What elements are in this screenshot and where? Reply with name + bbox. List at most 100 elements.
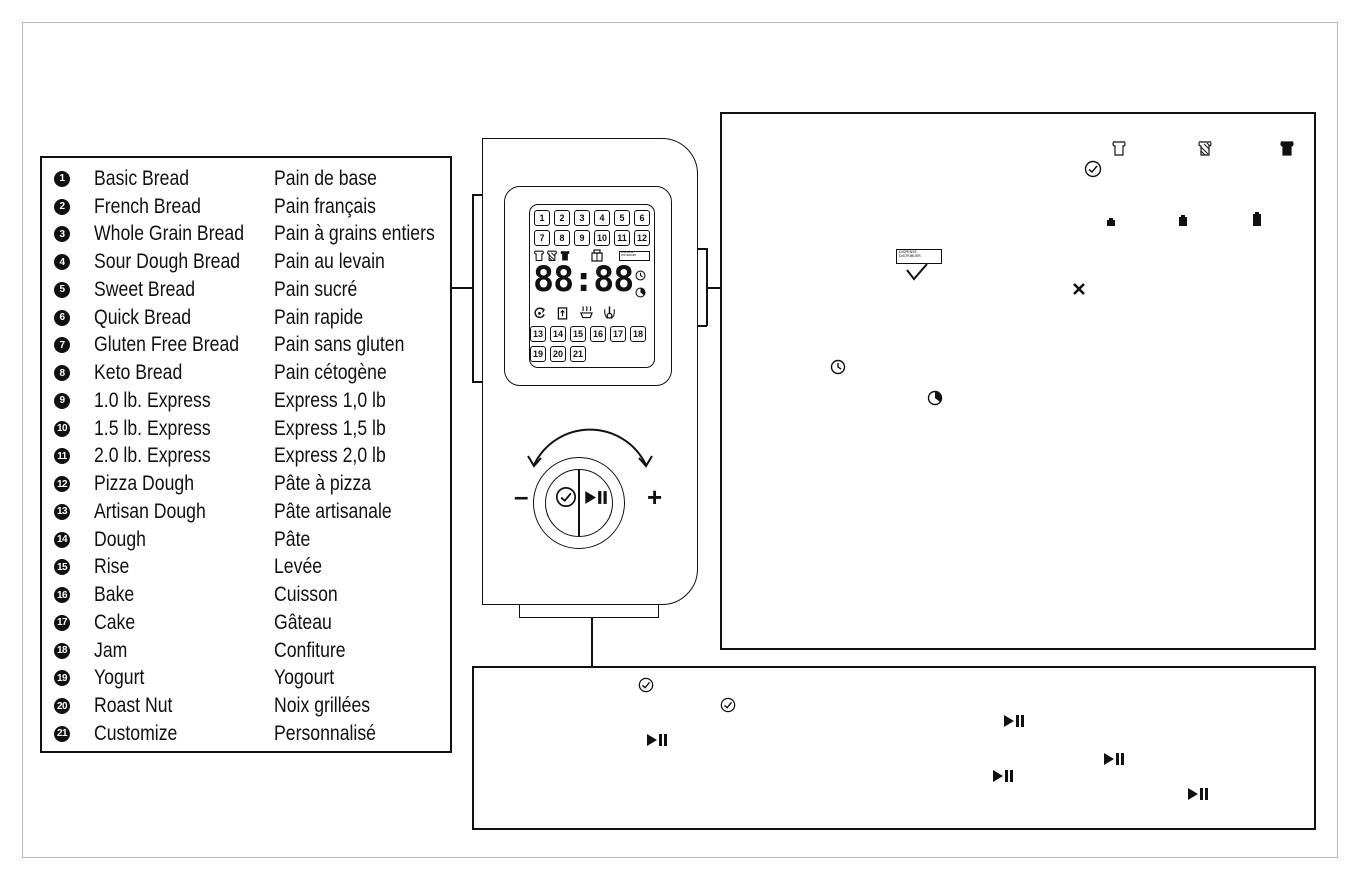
program-name-en: Basic Bread <box>94 166 190 190</box>
lcd-program-cell: 8 <box>554 230 570 246</box>
program-number-badge: 6 <box>54 309 70 326</box>
play-pause-icon <box>647 734 667 746</box>
lcd-program-cell: 18 <box>630 326 646 342</box>
lcd-program-cell: 11 <box>614 230 630 246</box>
connector-bracket-right-top <box>697 248 707 250</box>
lcd-program-cell: 3 <box>574 210 590 226</box>
lcd-crust-dark-icon <box>560 251 570 261</box>
program-name-fr: Pâte artisanale <box>274 499 392 523</box>
connector-bracket-left-top <box>472 194 483 196</box>
lcd-keep-warm-icon <box>604 306 615 319</box>
program-name-fr: Pain rapide <box>274 305 364 329</box>
program-number-badge: 3 <box>54 226 70 243</box>
program-number-badge: 20 <box>54 698 70 715</box>
program-row: 9 1.0 lb. Express Express 1,0 lb <box>54 387 449 415</box>
program-name-fr: Levée <box>274 555 323 579</box>
lcd-bake-icon <box>580 306 593 319</box>
connector-bracket-right-bottom <box>697 325 707 327</box>
confirm-button[interactable] <box>555 486 577 508</box>
lcd-program-cell: 2 <box>554 210 570 226</box>
program-name-en: Rise <box>94 555 130 579</box>
program-name-fr: Express 1,0 lb <box>274 388 386 412</box>
program-number-badge: 8 <box>54 365 70 382</box>
program-name-en: 1.0 lb. Express <box>94 388 211 412</box>
program-name-fr: Pain de base <box>274 166 377 190</box>
program-number-badge: 4 <box>54 254 70 271</box>
program-name-en: Cake <box>94 610 136 634</box>
play-pause-icon <box>1004 715 1024 727</box>
program-name-fr: Gâteau <box>274 610 332 634</box>
lcd-program-cell: 9 <box>574 230 590 246</box>
lcd-timer-icon <box>635 287 646 298</box>
connector-line-right <box>706 287 720 289</box>
program-name-en: Gluten Free Bread <box>94 333 240 357</box>
program-number-badge: 9 <box>54 392 70 409</box>
dispense-badge: DISPENSE DISTRIBUER <box>896 249 942 264</box>
program-name-en: Quick Bread <box>94 305 192 329</box>
program-number-badge: 1 <box>54 170 70 187</box>
crust-dark-icon <box>1280 141 1294 156</box>
lcd-program-cell: 16 <box>590 326 606 342</box>
program-name-fr: Pain sans gluten <box>274 333 405 357</box>
lcd-program-cell: 12 <box>634 230 650 246</box>
lcd-crust-light-icon <box>534 250 544 262</box>
program-name-fr: Yogourt <box>274 666 335 690</box>
program-row: 1 Basic Bread Pain de base <box>54 165 449 193</box>
lcd-program-cell: 6 <box>634 210 650 226</box>
program-name-en: Dough <box>94 527 146 551</box>
x-icon <box>1073 283 1085 295</box>
dial-center <box>545 469 613 537</box>
program-name-fr: Pain français <box>274 194 376 218</box>
program-row: 17 Cake Gâteau <box>54 609 449 637</box>
program-name-en: Roast Nut <box>94 694 173 718</box>
program-number-badge: 2 <box>54 198 70 215</box>
program-name-fr: Express 1,5 lb <box>274 416 386 440</box>
dispense-check-icon <box>906 263 928 281</box>
plus-label: + <box>647 482 663 512</box>
program-number-badge: 5 <box>54 281 70 298</box>
connector-bracket-left <box>472 194 474 382</box>
program-name-fr: Pâte <box>274 527 311 551</box>
program-name-en: Bake <box>94 583 135 607</box>
clock-icon <box>830 359 846 375</box>
lcd-dispense-line1: DISPENSE <box>621 251 634 254</box>
program-number-badge: 17 <box>54 614 70 631</box>
program-name-en: Sour Dough Bread <box>94 250 241 274</box>
lcd-dispense-badge: DISPENSE DISTRIBUER <box>619 251 650 261</box>
lcd-program-cell: 7 <box>534 230 550 246</box>
lcd-loaf-size-icon <box>591 249 603 262</box>
lcd-program-cell: 19 <box>530 346 546 362</box>
display-info-box <box>720 112 1316 650</box>
lcd-bezel <box>504 186 672 386</box>
check-circle-icon <box>1084 160 1102 178</box>
selection-dial[interactable] <box>533 457 625 549</box>
program-number-badge: 13 <box>54 503 70 520</box>
program-name-en: Customize <box>94 721 178 745</box>
program-name-fr: Express 2,0 lb <box>274 444 386 468</box>
program-name-fr: Confiture <box>274 638 346 662</box>
program-name-en: Yogurt <box>94 666 145 690</box>
dial-divider <box>578 470 580 536</box>
lcd-program-cell: 10 <box>594 230 610 246</box>
lcd-clock-icon <box>635 270 646 281</box>
controls-info-box <box>472 666 1316 830</box>
loaf-small-icon <box>1107 218 1115 226</box>
dispense-badge-line1: DISPENSE <box>899 250 917 254</box>
lcd-crust-medium-icon <box>547 250 557 262</box>
program-number-badge: 12 <box>54 476 70 493</box>
play-pause-icon <box>1104 753 1124 765</box>
loaf-medium-icon <box>1179 215 1187 226</box>
start-pause-button[interactable] <box>584 490 608 505</box>
